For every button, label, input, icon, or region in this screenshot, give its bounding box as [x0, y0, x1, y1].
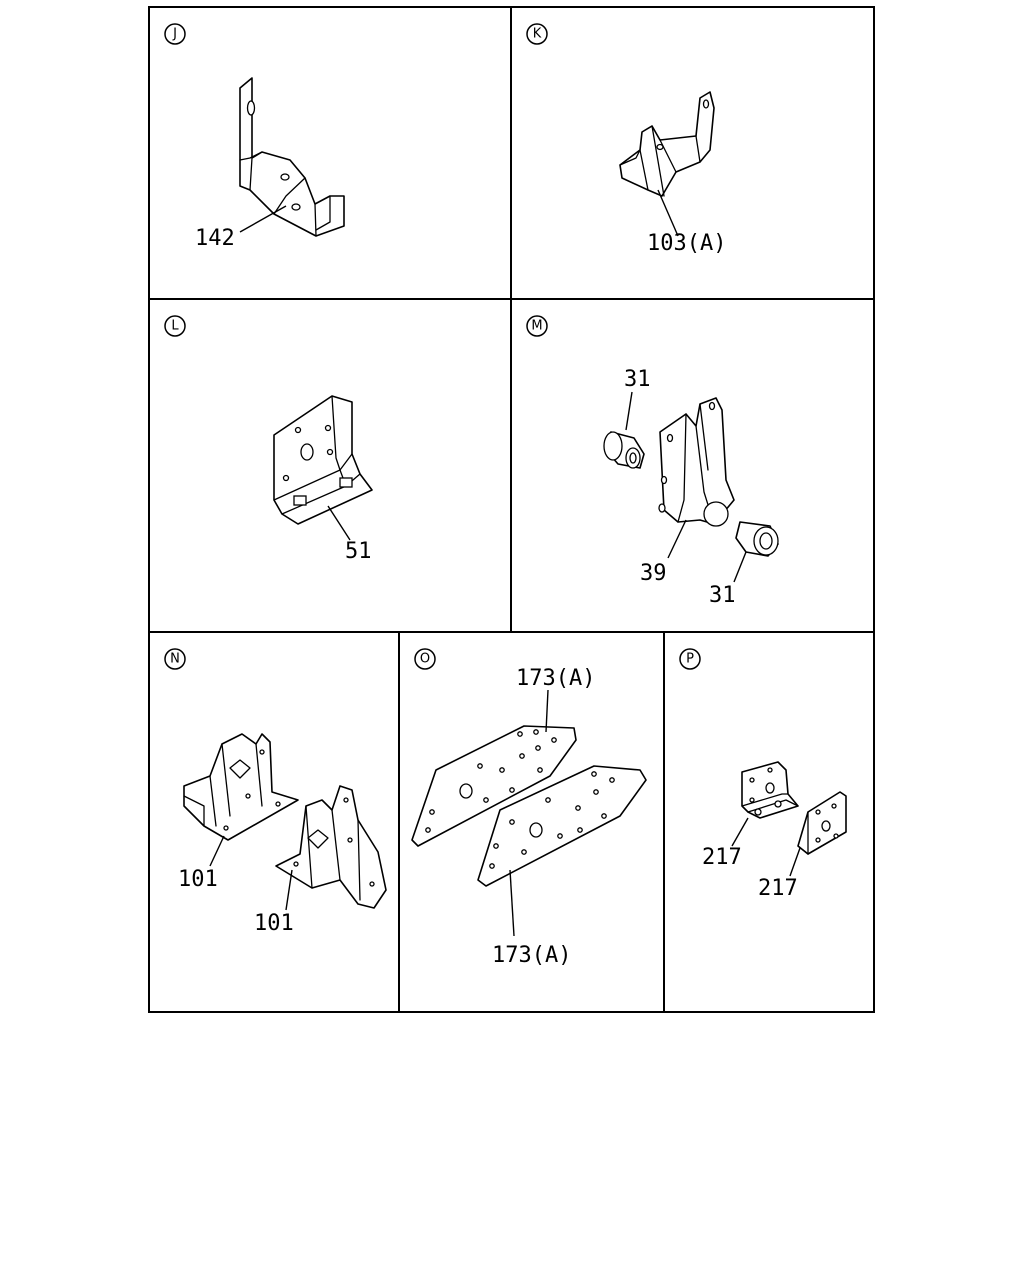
label-31-lower: 31	[709, 583, 736, 608]
leader-173a-upper	[545, 689, 549, 733]
plate-173a-lower	[477, 765, 647, 887]
panel-o-badge: O	[414, 648, 436, 670]
plate-173a-upper	[411, 725, 577, 847]
bracket-217-left	[741, 761, 799, 819]
label-39: 39	[640, 561, 667, 586]
panel-l: L 51	[164, 315, 373, 564]
leader-39	[667, 519, 687, 559]
leader-31-upper	[625, 391, 633, 431]
leader-173a-lower	[509, 869, 515, 937]
label-101-right: 101	[254, 911, 294, 936]
label-31-upper: 31	[624, 367, 651, 392]
panel-m: M 31 39 31	[526, 315, 779, 608]
bracket-103a	[619, 91, 715, 197]
bushing-31-lower	[735, 521, 779, 557]
bracket-142	[239, 77, 345, 237]
leader-142	[239, 205, 287, 233]
leader-31-lower	[733, 551, 747, 583]
panel-p-badge: P	[679, 648, 701, 670]
mount-101-right	[275, 785, 387, 909]
panel-j: J 142	[164, 23, 345, 251]
mount-101-left	[183, 733, 299, 841]
panel-k: K 103(A)	[526, 23, 726, 256]
bushing-31-upper	[603, 431, 645, 469]
panel-m-badge: M	[526, 315, 548, 337]
label-103a: 103(A)	[647, 231, 726, 256]
label-51: 51	[345, 539, 372, 564]
panel-j-letter: J	[172, 27, 177, 42]
panel-k-badge: K	[526, 23, 548, 45]
label-173a-upper: 173(A)	[516, 666, 595, 691]
panel-j-badge: J	[164, 23, 186, 45]
label-217-left: 217	[702, 845, 742, 870]
bracket-51	[273, 395, 373, 525]
label-142: 142	[195, 226, 235, 251]
panel-p: P 217 217	[679, 648, 847, 901]
panel-n: N 101 101	[164, 648, 387, 936]
panel-k-letter: K	[533, 27, 542, 42]
leader-103a	[657, 189, 679, 237]
leader-101-right	[285, 869, 293, 911]
mount-bracket-39	[658, 397, 735, 527]
panel-p-letter: P	[686, 652, 694, 667]
leader-51	[327, 505, 351, 541]
leader-101-left	[209, 835, 225, 867]
panel-o: O	[411, 648, 647, 968]
panel-n-badge: N	[164, 648, 186, 670]
leader-217-right	[789, 847, 801, 877]
label-101-left: 101	[178, 867, 218, 892]
leader-217-left	[731, 817, 749, 847]
panel-l-badge: L	[164, 315, 186, 337]
panel-m-letter: M	[531, 319, 542, 334]
label-173a-lower: 173(A)	[492, 943, 571, 968]
panel-n-letter: N	[170, 652, 180, 667]
panel-o-letter: O	[420, 652, 430, 667]
bracket-217-right	[797, 791, 847, 855]
label-217-right: 217	[758, 876, 798, 901]
panel-grid	[148, 6, 875, 1013]
panel-l-letter: L	[171, 319, 179, 334]
